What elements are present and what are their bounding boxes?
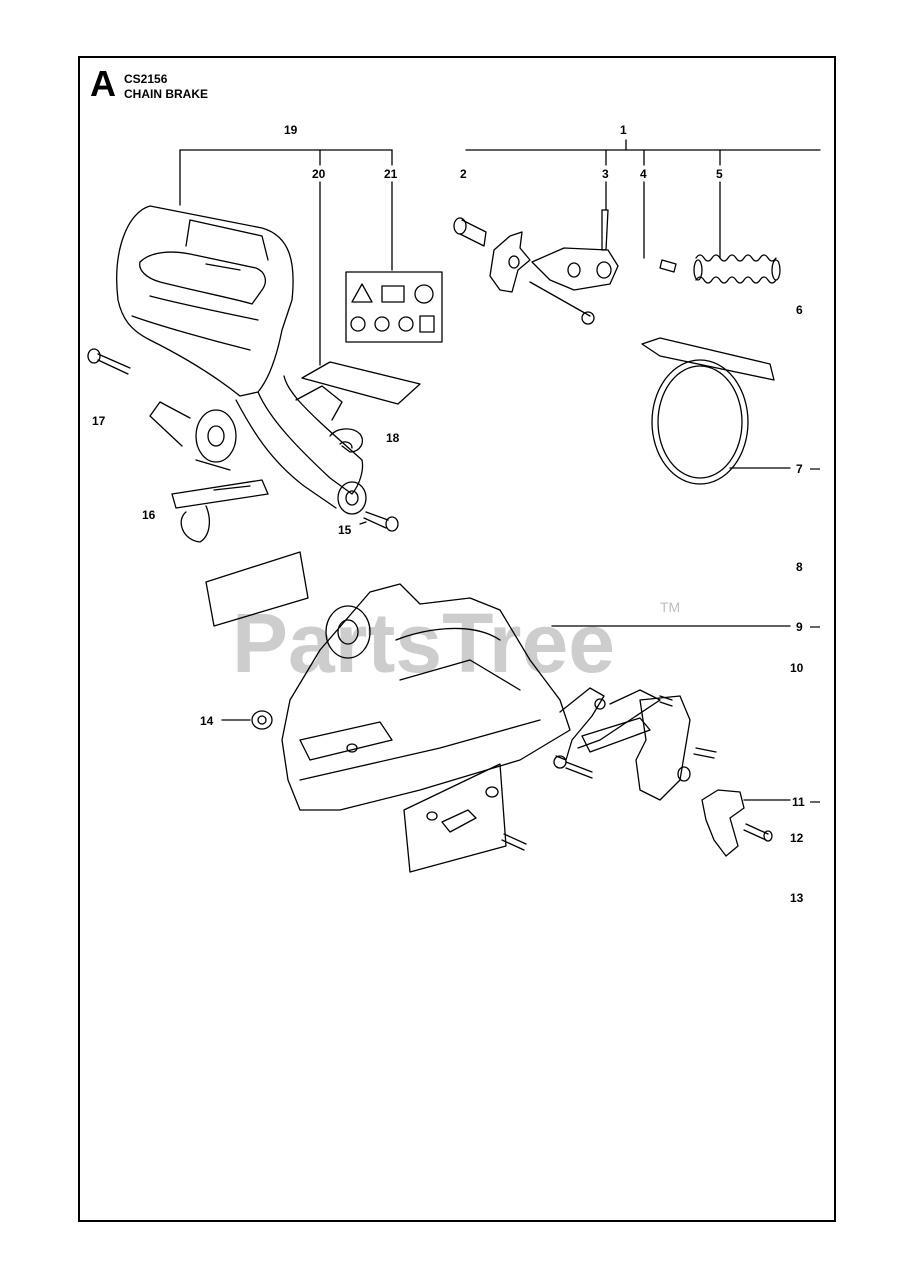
screw-part-3 [601,209,609,251]
callout-2: 2 [460,167,467,181]
callout-20: 20 [312,167,326,181]
bracket-19-20-21 [179,149,393,366]
callout-15: 15 [338,523,352,537]
bracket-1 [465,139,821,259]
nut-part-14 [221,710,273,730]
screw-part-17 [87,348,131,375]
callout-1: 1 [620,123,627,137]
warning-decal-part-21 [345,271,443,343]
callout-5: 5 [716,167,723,181]
manual-book-icon [381,285,405,303]
spring-part-5 [693,254,781,284]
no-one-hand-icon [350,316,366,332]
watermark-text: PartsTree [232,596,615,690]
spring-part-16 [171,479,269,543]
brake-link-mechanism [529,247,619,325]
clutch-cover-part-9 [281,583,791,811]
callout-18: 18 [386,431,400,445]
handle-end-sleeve [337,481,367,515]
brake-band-part-7 [641,337,791,485]
clip-part-18 [329,428,364,453]
callout-9: 9 [796,620,803,634]
brake-lever-part-2 [453,217,531,293]
callout-10: 10 [790,661,804,675]
callout-3: 3 [602,167,609,181]
screw-part-12 [743,823,773,842]
cover-screw [553,755,593,779]
watermark-trademark: TM [660,599,680,615]
callout-8: 8 [796,560,803,574]
callout-19: 19 [284,123,298,137]
callout-14: 14 [200,714,214,728]
no-kickback-icon [398,316,414,332]
diagram-title: CHAIN BRAKE [124,87,208,101]
callout-11: 11 [792,795,805,809]
kickback-icon [374,316,390,332]
diagram-frame [78,56,836,1222]
cover-plate-part-13 [581,695,717,801]
callout-21: 21 [384,167,398,181]
callout-13: 13 [790,891,804,905]
callout-17: 17 [92,414,106,428]
tensioner-part-11 [701,789,791,857]
decal-part-8 [205,551,309,627]
section-letter: A [90,63,116,104]
guide-plate [403,763,527,873]
pin-part-4 [659,259,677,273]
pivot-bushing [149,401,237,471]
helmet-icon [414,284,434,304]
callout-16: 16 [142,508,156,522]
warning-triangle-icon [351,283,373,303]
callout-12: 12 [790,831,804,845]
callout-7: 7 [796,462,803,476]
decal-part-20 [301,361,421,405]
hand-guard-part-19 [116,205,364,509]
operator-icon [419,315,435,333]
screw-part-15 [363,511,399,532]
callout-6: 6 [796,303,803,317]
callout-4: 4 [640,167,647,181]
model-code: CS2156 [124,72,168,86]
